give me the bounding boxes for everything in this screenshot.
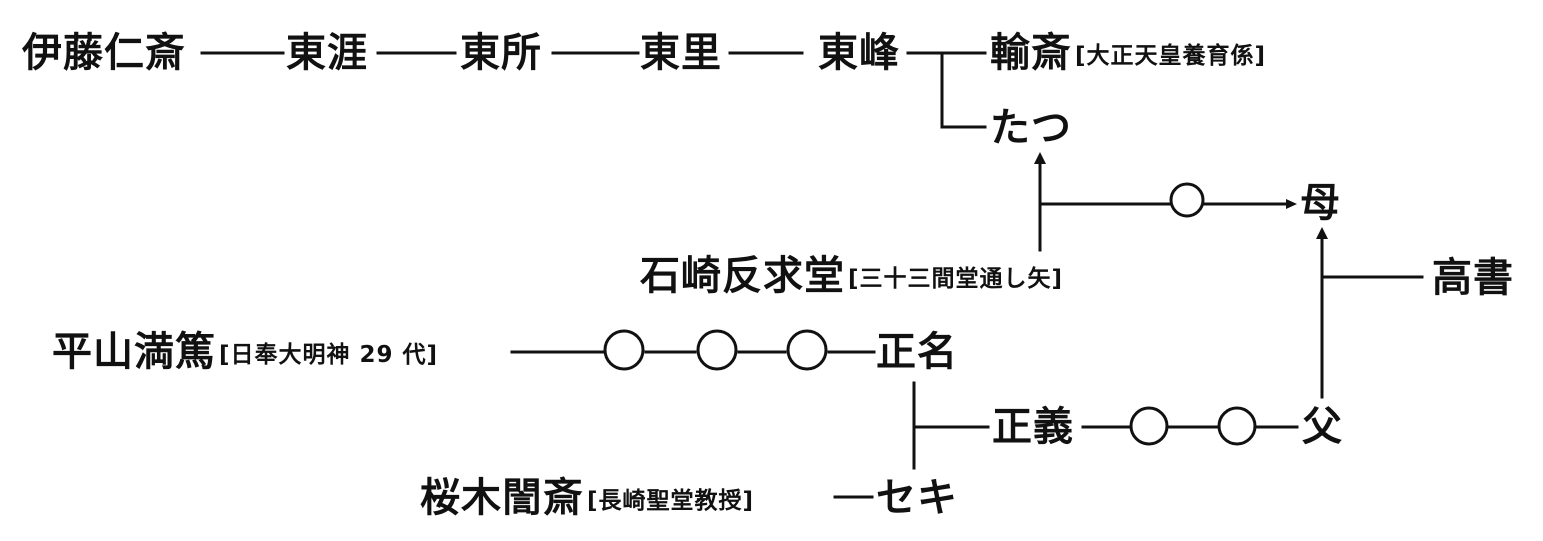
person-tosho: 東所 — [460, 30, 542, 76]
unnamed-person-circle — [603, 329, 645, 371]
person-mother: 母 — [1300, 180, 1341, 226]
unnamed-person-circle — [786, 329, 828, 371]
arrowhead — [1316, 227, 1328, 239]
person-masana: 正名 — [876, 329, 958, 375]
person-rinsai-note: [大正天皇養育係] — [1075, 43, 1267, 69]
person-ito-jinsai: 伊藤仁斎 — [22, 30, 186, 76]
person-tatsu: たつ — [990, 105, 1072, 151]
person-seki: セキ — [876, 475, 958, 521]
arrowhead — [1286, 199, 1297, 209]
person-sekizaki-name: 石崎反求堂 — [640, 253, 845, 299]
unnamed-person-circle — [1169, 182, 1205, 218]
arrowhead — [1034, 152, 1046, 164]
person-tori: 東里 — [640, 30, 722, 76]
unnamed-person-circle — [696, 329, 738, 371]
person-rinsai-name: 輸斎 — [990, 30, 1072, 76]
person-togai: 東涯 — [286, 30, 368, 76]
person-hirayama: 平山満篤[日奉大明神 29 代] — [52, 332, 438, 372]
unnamed-person-circle — [1129, 406, 1169, 446]
person-sakuragi-name: 桜木誾斎 — [420, 475, 584, 521]
person-takagaki: 高書 — [1432, 255, 1514, 301]
person-father: 父 — [1302, 404, 1343, 450]
person-toho: 東峰 — [818, 30, 900, 76]
person-hirayama-name: 平山満篤 — [52, 329, 216, 375]
person-sekizaki: 石崎反求堂[三十三間堂通し矢] — [640, 256, 1063, 296]
person-sakuragi-note: [長崎聖堂教授] — [587, 488, 755, 514]
person-sekizaki-note: [三十三間堂通し矢] — [848, 266, 1064, 292]
person-hirayama-note: [日奉大明神 29 代] — [219, 342, 439, 368]
person-sakuragi: 桜木誾斎[長崎聖堂教授] — [420, 478, 754, 518]
person-rinsai: 輸斎[大正天皇養育係] — [990, 33, 1266, 73]
unnamed-person-circle — [1217, 406, 1257, 446]
person-masayoshi: 正義 — [992, 404, 1074, 450]
